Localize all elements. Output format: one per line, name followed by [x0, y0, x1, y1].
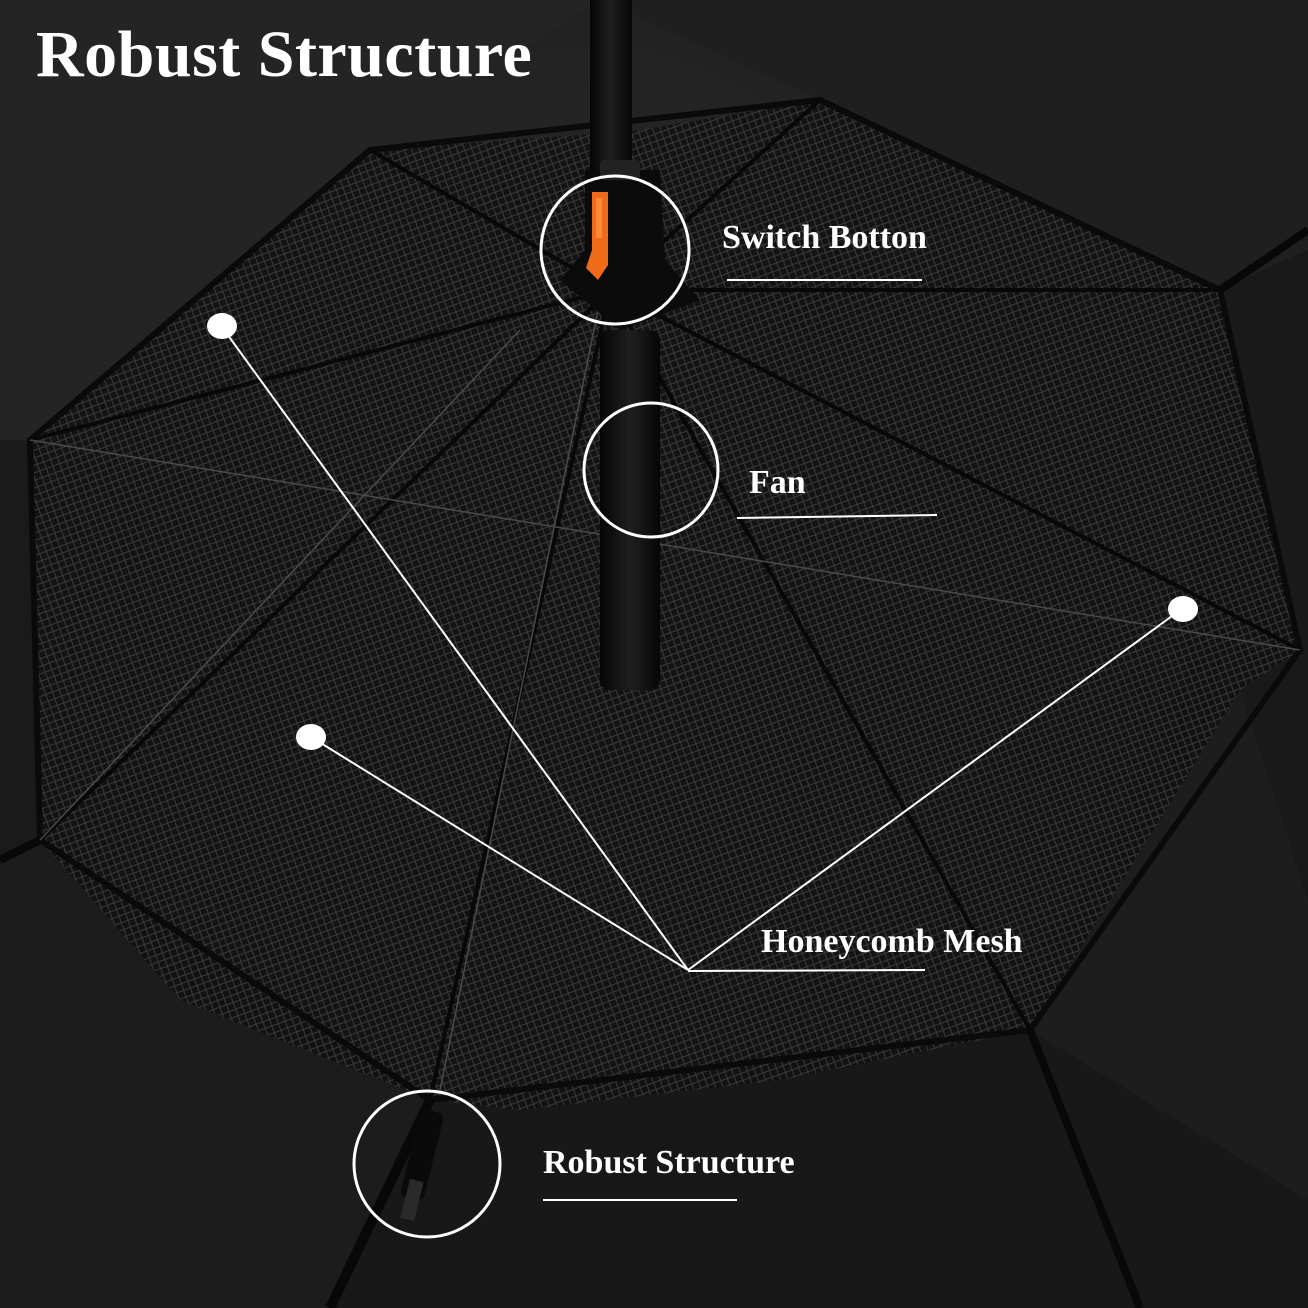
fan-callout-circle	[582, 401, 720, 539]
page-title: Robust Structure	[36, 18, 533, 91]
switch-button	[586, 192, 608, 280]
rib-joint	[400, 1109, 444, 1222]
mesh-highlight-lines	[29, 299, 1301, 1091]
leader-lines	[221, 326, 1184, 971]
mesh-pointer-dots	[207, 313, 1198, 750]
switch-button-label: Switch Botton	[722, 219, 927, 256]
robust-structure-label: Robust Structure	[543, 1144, 795, 1181]
honeycomb-mesh-label: Honeycomb Mesh	[761, 923, 1023, 960]
fan-label: Fan	[749, 464, 806, 501]
label-underlines	[543, 279, 938, 1201]
umbrella-ribs	[0, 98, 1308, 1308]
joint-callout-circle	[352, 1089, 502, 1239]
switch-callout-circle	[539, 174, 691, 326]
annotation-circles	[352, 174, 720, 1239]
